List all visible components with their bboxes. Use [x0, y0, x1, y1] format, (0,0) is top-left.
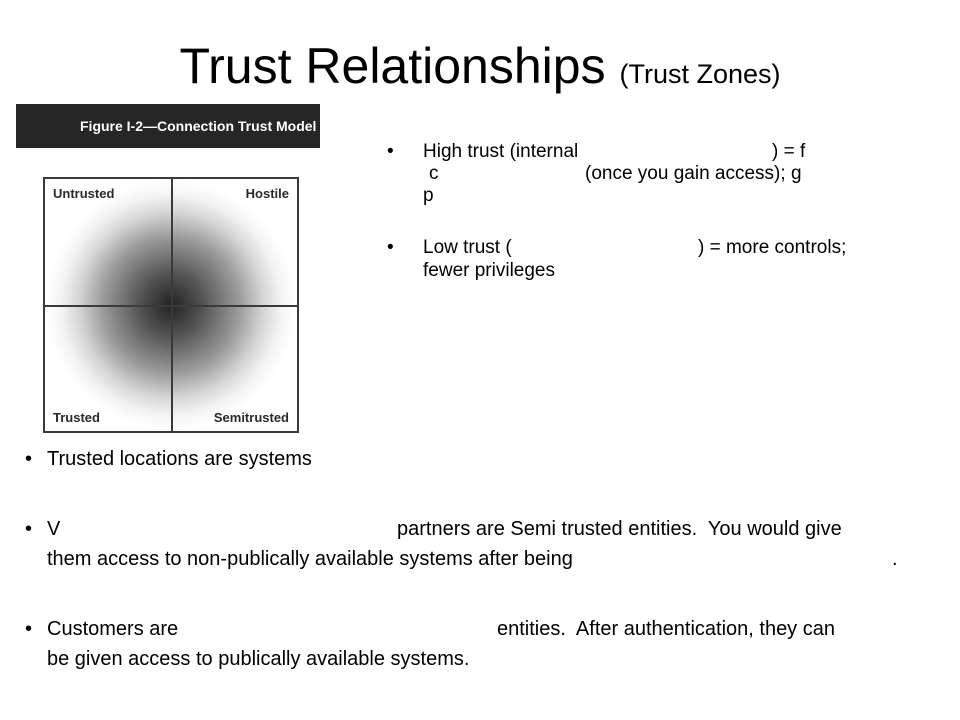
bullet-text: Customers are [47, 618, 179, 640]
bullet-text: c [429, 163, 439, 184]
bullet-text: . [892, 548, 898, 570]
quadrant-divider-horizontal [45, 305, 297, 307]
title-sub: (Trust Zones) [619, 59, 781, 89]
bullet-marker: • [387, 141, 394, 162]
bullet-marker: • [25, 448, 33, 470]
quadrant-untrusted: Untrusted [53, 186, 115, 201]
bullet-marker: • [25, 518, 33, 540]
quadrant-hostile: Hostile [245, 186, 289, 201]
figure-caption: Figure I-2—Connection Trust Model [16, 104, 320, 148]
bullet-text: ) = f [772, 141, 806, 162]
bullet-text: ) = more controls; [698, 237, 847, 258]
bullet-text: Low trust ( [423, 237, 512, 258]
bullet-text: p [423, 185, 434, 206]
bullet-low-trust: • Low trust ( ) = more controls; fewer p… [387, 237, 923, 287]
bullet-text: fewer privileges [423, 260, 555, 281]
bullet-semi-trusted: • V partners are Semi trusted entities. … [25, 517, 947, 572]
bullet-text: them access to non-publically available … [47, 548, 573, 570]
quadrant-semitrusted: Semitrusted [213, 410, 289, 425]
bullet-high-trust: • High trust (internal ) = f c (once you… [387, 141, 923, 221]
trust-model-diagram: Untrusted Hostile Trusted Semitrusted [43, 177, 299, 433]
bullet-text: Trusted locations are systems [47, 448, 312, 470]
bullet-customers: • Customers are entities. After authenti… [25, 617, 927, 672]
bullet-text: V [47, 518, 61, 540]
bullet-marker: • [25, 618, 33, 640]
bullet-text: entities. After authentication, they can [497, 618, 835, 640]
bullet-text: High trust (internal [423, 141, 579, 162]
bullet-trusted-locations: • Trusted locations are systems [25, 447, 927, 475]
quadrant-trusted: Trusted [53, 410, 100, 425]
slide-title: Trust Relationships (Trust Zones) [0, 36, 960, 104]
title-main: Trust Relationships [179, 38, 606, 94]
bullet-text: partners are Semi trusted entities. You … [397, 518, 842, 540]
bullet-text: be given access to publically available … [47, 648, 470, 670]
bullet-marker: • [387, 237, 394, 258]
bullet-text: (once you gain access); g [585, 163, 802, 184]
